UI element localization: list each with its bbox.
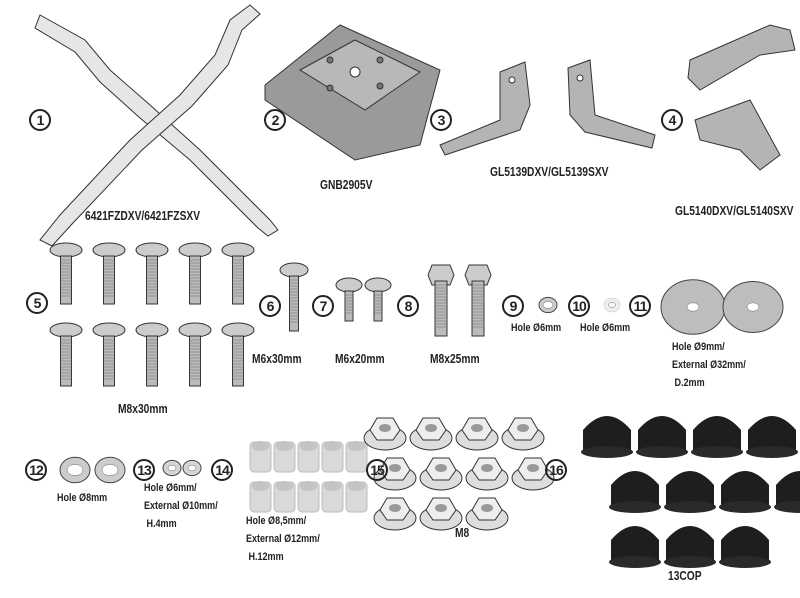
item-label-15: M8 bbox=[455, 526, 470, 540]
bolt-m6x30 bbox=[279, 262, 309, 332]
item-number-1: 1 bbox=[29, 109, 51, 131]
nut-cap bbox=[664, 526, 716, 568]
spacer-small bbox=[182, 459, 202, 477]
label-line: H.12mm bbox=[246, 551, 284, 563]
bolt-m8x30 bbox=[92, 242, 126, 305]
bolt-m6x20 bbox=[364, 277, 392, 322]
bolt-m8x25 bbox=[427, 264, 455, 337]
item-label-9: Hole Ø6mm bbox=[511, 322, 562, 334]
flange-nut-m8 bbox=[373, 497, 417, 531]
spacer-tube bbox=[345, 441, 368, 473]
spacer-tube bbox=[297, 481, 320, 513]
item-number-6: 6 bbox=[259, 295, 281, 317]
part-3-brackets bbox=[439, 59, 656, 156]
item-label-2: GNB2905V bbox=[320, 178, 373, 192]
bolt-m8x30 bbox=[92, 322, 126, 387]
item-number-4: 4 bbox=[661, 109, 683, 131]
item-label-7: M6x20mm bbox=[335, 352, 385, 366]
nut-cap bbox=[609, 471, 661, 513]
bolt-m6x20 bbox=[335, 277, 363, 322]
item-label-16: 13COP bbox=[668, 569, 702, 583]
nut-cap bbox=[719, 471, 771, 513]
spacer-tube bbox=[273, 481, 296, 513]
item-number-16: 16 bbox=[545, 459, 567, 481]
item-number-10: 10 bbox=[568, 295, 590, 317]
item-label-6: M6x30mm bbox=[252, 352, 302, 366]
part-4-brackets bbox=[687, 24, 796, 171]
label-line: External Ø12mm/ bbox=[246, 533, 320, 545]
item-label-14: Hole Ø8,5mm/External Ø12mm/ H.12mm bbox=[246, 512, 320, 566]
bolt-m8x30 bbox=[221, 322, 255, 387]
item-number-5: 5 bbox=[26, 292, 48, 314]
nut-cap bbox=[581, 416, 633, 458]
flange-nut-m8 bbox=[363, 417, 407, 451]
bolt-m8x30 bbox=[221, 242, 255, 305]
nut-cap bbox=[774, 471, 800, 513]
nut-cap bbox=[609, 526, 661, 568]
nut-cap bbox=[746, 416, 798, 458]
spacer-tube bbox=[249, 441, 272, 473]
flange-nut-m8 bbox=[419, 497, 463, 531]
bolt-m8x30 bbox=[49, 242, 83, 305]
flange-nut-m8 bbox=[419, 457, 463, 491]
label-line: Hole Ø8,5mm/ bbox=[246, 515, 307, 527]
item-number-9: 9 bbox=[502, 295, 524, 317]
item-label-1: 6421FZDXV/6421FZSXV bbox=[85, 209, 201, 223]
item-number-8: 8 bbox=[397, 295, 419, 317]
item-label-11: Hole Ø9mm/External Ø32mm/ D.2mm bbox=[672, 338, 746, 392]
label-line: Hole Ø6mm/ bbox=[144, 482, 197, 494]
item-label-3: GL5139DXV/GL5139SXV bbox=[490, 165, 609, 179]
large-washer bbox=[660, 279, 726, 335]
large-washer bbox=[722, 281, 784, 333]
spacer-tube bbox=[321, 441, 344, 473]
nut-cap bbox=[636, 416, 688, 458]
flange-nut-m8 bbox=[409, 417, 453, 451]
spacer-tube bbox=[249, 481, 272, 513]
item-label-10: Hole Ø6mm bbox=[580, 322, 631, 334]
part-2-plate bbox=[264, 24, 441, 161]
item-number-2: 2 bbox=[264, 109, 286, 131]
flange-nut-m8 bbox=[465, 457, 509, 491]
bolt-m8x25 bbox=[464, 264, 492, 337]
item-number-12: 12 bbox=[25, 459, 47, 481]
flange-nut-m8 bbox=[501, 417, 545, 451]
item-number-15: 15 bbox=[366, 459, 388, 481]
nut-cap bbox=[691, 416, 743, 458]
nut-cap bbox=[664, 471, 716, 513]
item-label-13: Hole Ø6mm/External Ø10mm/ H.4mm bbox=[144, 479, 218, 533]
item-label-12: Hole Ø8mm bbox=[57, 492, 108, 504]
item-label-4: GL5140DXV/GL5140SXV bbox=[675, 204, 794, 218]
lock-washer-m8 bbox=[59, 456, 91, 484]
label-line: Hole Ø9mm/ bbox=[672, 341, 725, 353]
label-line: External Ø10mm/ bbox=[144, 500, 218, 512]
label-line: H.4mm bbox=[144, 518, 177, 530]
flange-nut-m8 bbox=[455, 417, 499, 451]
item-number-14: 14 bbox=[211, 459, 233, 481]
lock-washer bbox=[538, 296, 558, 314]
bolt-m8x30 bbox=[135, 322, 169, 387]
spacer-small bbox=[162, 459, 182, 477]
spacer-tube bbox=[345, 481, 368, 513]
bolt-m8x30 bbox=[135, 242, 169, 305]
nut-cap bbox=[719, 526, 771, 568]
item-number-7: 7 bbox=[312, 295, 334, 317]
bolt-m8x30 bbox=[178, 322, 212, 387]
flat-washer bbox=[603, 297, 621, 313]
item-number-13: 13 bbox=[133, 459, 155, 481]
item-number-3: 3 bbox=[430, 109, 452, 131]
label-line: External Ø32mm/ bbox=[672, 359, 746, 371]
spacer-tube bbox=[321, 481, 344, 513]
item-label-8: M8x25mm bbox=[430, 352, 480, 366]
spacer-tube bbox=[273, 441, 296, 473]
item-label-5: M8x30mm bbox=[118, 402, 168, 416]
bolt-m8x30 bbox=[49, 322, 83, 387]
flange-nut-m8 bbox=[465, 497, 509, 531]
label-line: D.2mm bbox=[672, 377, 705, 389]
bolt-m8x30 bbox=[178, 242, 212, 305]
item-number-11: 11 bbox=[629, 295, 651, 317]
lock-washer-m8 bbox=[94, 456, 126, 484]
spacer-tube bbox=[297, 441, 320, 473]
